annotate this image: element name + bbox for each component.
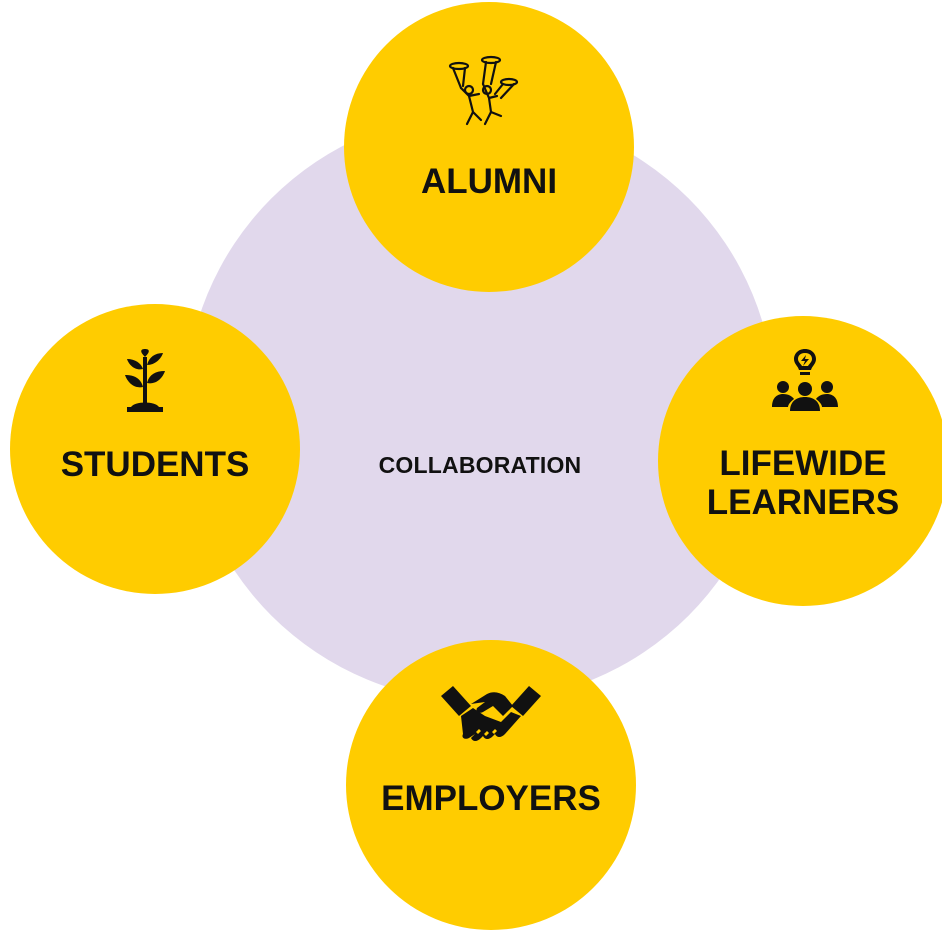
sprout-icon <box>125 349 165 412</box>
node-label-lifewide-learners: LIFEWIDE LEARNERS <box>706 444 900 522</box>
handshake-icon <box>441 686 541 741</box>
team-idea-icon <box>772 349 838 411</box>
center-label: COLLABORATION <box>378 452 582 478</box>
node-label-alumni: ALUMNI <box>420 162 558 201</box>
node-lifewide-learners: LIFEWIDE LEARNERS <box>658 316 942 606</box>
skydivers-icon <box>448 55 519 126</box>
node-students: STUDENTS <box>10 304 300 594</box>
node-label-employers: EMPLOYERS <box>381 779 601 818</box>
node-label-students: STUDENTS <box>60 445 250 484</box>
node-employers: EMPLOYERS <box>346 640 636 930</box>
node-alumni: ALUMNI <box>344 2 634 292</box>
